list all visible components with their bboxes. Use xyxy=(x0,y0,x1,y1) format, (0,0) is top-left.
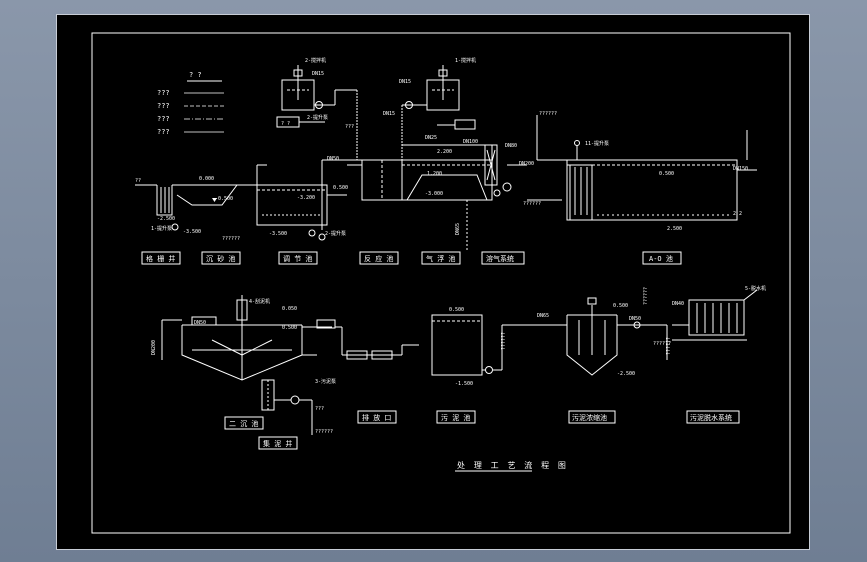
svg-text:DN200: DN200 xyxy=(519,161,534,167)
svg-text:??????: ?????? xyxy=(523,201,541,207)
svg-text:DN50: DN50 xyxy=(629,316,641,322)
svg-text:-2.500: -2.500 xyxy=(617,371,635,377)
svg-text:0.500: 0.500 xyxy=(449,307,464,313)
svg-text:2 2: 2 2 xyxy=(733,211,742,217)
svg-text:-0.500: -0.500 xyxy=(215,196,233,202)
svg-text:DN15: DN15 xyxy=(312,71,324,77)
discharge-outlet xyxy=(342,344,419,360)
svg-text:4-刮泥机: 4-刮泥机 xyxy=(249,298,270,305)
label-discharge-outlet: 排 放 口 xyxy=(362,413,391,422)
dosing-tank-left: 2-搅拌机 DN15 ? ? 2-提升泵 ??? xyxy=(276,57,358,160)
legend: ? ? ??? ??? ??? ??? xyxy=(157,71,224,136)
svg-text:3-污泥泵: 3-污泥泵 xyxy=(315,378,336,385)
label-reaction-tank: 反 应 池 xyxy=(364,254,393,263)
label-sludge-thickener: 污泥浓缩池 xyxy=(572,413,607,422)
label-flotation-tank: 气 浮 池 xyxy=(426,254,455,263)
svg-text:-2.500: -2.500 xyxy=(157,216,175,222)
svg-text:0.500: 0.500 xyxy=(333,185,348,191)
svg-text:-3.200: -3.200 xyxy=(297,195,315,201)
equalization-tank: -3.200 -3.500 2-提升泵 ?????? 0.500 xyxy=(222,159,362,242)
label-secondary-clarifier: 二 沉 池 xyxy=(229,419,258,428)
svg-text:??????: ?????? xyxy=(222,236,240,242)
secondary-clarifier: DN50 4-刮泥机 0.050 0.500 DN200 xyxy=(151,295,343,381)
label-sludge-well: 集 泥 井 xyxy=(263,439,292,448)
sludge-well: 3-污泥泵 ??? ?????? xyxy=(261,378,336,435)
svg-text:DN50: DN50 xyxy=(194,320,206,326)
svg-text:DN15: DN15 xyxy=(399,79,411,85)
svg-text:DN150: DN150 xyxy=(733,166,748,172)
reaction-tank: DN50 2.200 xyxy=(327,149,452,201)
svg-text:??????: ?????? xyxy=(501,332,507,350)
svg-text:DN15: DN15 xyxy=(383,111,395,117)
drawing-sheet: ? ? ??? ??? ??? ??? ?? -2.500 xyxy=(56,14,810,550)
svg-text:2-搅拌机: 2-搅拌机 xyxy=(305,57,326,64)
svg-text:? ?: ? ? xyxy=(281,121,290,127)
svg-text:0.500: 0.500 xyxy=(613,303,628,309)
svg-text:2.500: 2.500 xyxy=(667,226,682,232)
svg-text:DN65: DN65 xyxy=(537,313,549,319)
flotation-tank: 1.200 -3.000 DN100 xyxy=(401,139,493,201)
svg-text:0.000: 0.000 xyxy=(199,176,214,182)
svg-text:??????: ?????? xyxy=(315,429,333,435)
label-sludge-dewatering: 污泥脱水系统 xyxy=(690,413,732,422)
svg-text:11-提升泵: 11-提升泵 xyxy=(585,140,609,147)
svg-text:-3.500: -3.500 xyxy=(269,231,287,237)
svg-text:DN50: DN50 xyxy=(327,156,339,162)
unit-labels-bottom: 二 沉 池 集 泥 井 排 放 口 污 泥 池 污泥浓缩池 污泥脱水系统 xyxy=(224,410,740,450)
dissolved-air-system: DN80 DN65 xyxy=(455,143,527,250)
svg-text:??????: ?????? xyxy=(653,341,671,347)
label-equalization-tank: 调 节 池 xyxy=(283,254,312,263)
svg-text:2.200: 2.200 xyxy=(437,149,452,155)
svg-text:1.200: 1.200 xyxy=(427,171,442,177)
legend-row-2: ??? xyxy=(157,102,170,110)
svg-text:???: ??? xyxy=(345,124,354,130)
dosing-tank-right: 1-搅拌机 DN15 DN15 DN25 xyxy=(383,57,476,160)
svg-text:1-提升泵: 1-提升泵 xyxy=(151,225,172,232)
sludge-dewatering: 5-脱水机 DN40 ?????? xyxy=(653,285,766,347)
svg-text:???: ??? xyxy=(315,406,324,412)
inner-frame xyxy=(91,32,791,534)
label-grit-chamber: 沉 砂 池 xyxy=(206,254,235,263)
diagram-title: 处 理 工 艺 流 程 图 xyxy=(457,460,568,470)
label-grille-well: 格 栅 井 xyxy=(146,254,175,263)
svg-text:DN80: DN80 xyxy=(505,143,517,149)
svg-text:-1.500: -1.500 xyxy=(455,381,473,387)
legend-row-3: ??? xyxy=(157,115,170,123)
svg-text:2-提升泵: 2-提升泵 xyxy=(307,114,328,121)
svg-text:??????: ?????? xyxy=(666,337,672,355)
inlet-marks: ?? xyxy=(135,178,141,184)
label-sludge-tank: 污 泥 池 xyxy=(441,413,470,422)
legend-header: ? ? xyxy=(189,71,202,79)
svg-text:5-脱水机: 5-脱水机 xyxy=(745,285,766,292)
svg-text:DN200: DN200 xyxy=(151,340,157,355)
svg-text:-3.500: -3.500 xyxy=(183,229,201,235)
svg-text:0.500: 0.500 xyxy=(659,171,674,177)
sludge-thickener: 0.500 -2.500 DN65 DN50 ?????? ?????? xyxy=(537,287,672,377)
svg-text:DN25: DN25 xyxy=(425,135,437,141)
label-dissolved-air-system: 溶气系统 xyxy=(486,254,514,263)
svg-text:0.050: 0.050 xyxy=(282,306,297,312)
svg-text:??????: ?????? xyxy=(643,287,649,305)
svg-text:-3.000: -3.000 xyxy=(425,191,443,197)
grit-chamber: 0.000 -0.500 xyxy=(172,176,257,206)
svg-text:DN65: DN65 xyxy=(455,223,461,235)
unit-labels-top: 格 栅 井 沉 砂 池 调 节 池 反 应 池 气 浮 池 溶气系统 A-O 池 xyxy=(141,251,682,265)
process-flow-diagram: ? ? ??? ??? ??? ??? ?? -2.500 xyxy=(91,32,791,534)
svg-text:??????: ?????? xyxy=(539,111,557,117)
legend-row-4: ??? xyxy=(157,128,170,136)
svg-text:DN100: DN100 xyxy=(463,139,478,145)
svg-text:DN40: DN40 xyxy=(672,301,684,307)
svg-text:0.500: 0.500 xyxy=(282,325,297,331)
legend-row-1: ??? xyxy=(157,89,170,97)
grille-well: -2.500 1-提升泵 -3.500 xyxy=(151,185,201,235)
sludge-tank: 0.500 -1.500 ?????? xyxy=(431,307,542,387)
label-ao-tank: A-O 池 xyxy=(649,254,673,263)
svg-text:1-搅拌机: 1-搅拌机 xyxy=(455,57,476,64)
svg-text:2-提升泵: 2-提升泵 xyxy=(325,230,346,237)
ao-tank: 0.500 2.500 ?????? DN200 ?????? DN150 2 … xyxy=(519,111,757,232)
